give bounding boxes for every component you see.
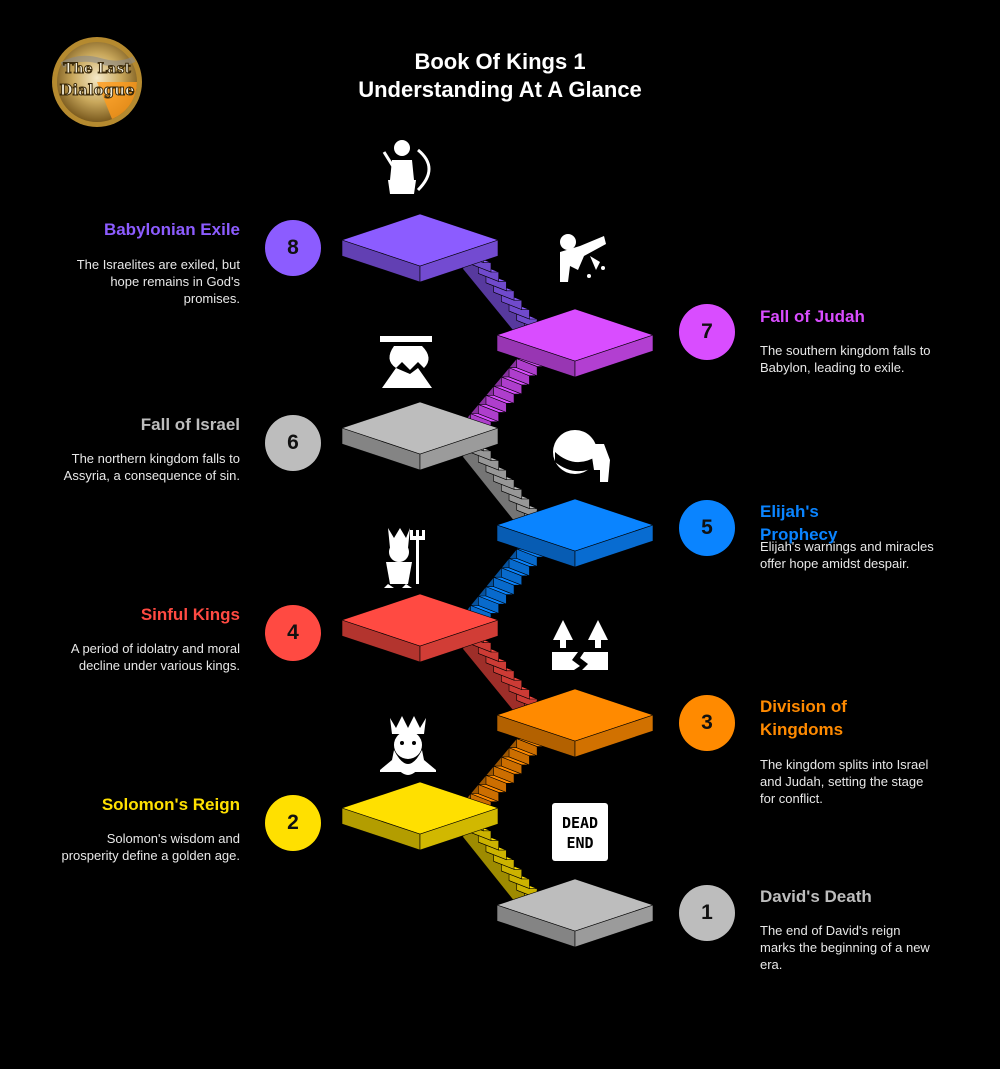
platform-3 — [496, 688, 654, 758]
title-line-1: Book Of Kings 1 — [414, 49, 586, 74]
stage-number-badge: 2 — [265, 795, 321, 851]
stage-number-badge: 7 — [679, 304, 735, 360]
stage-heading: Fall of Judah — [760, 307, 865, 326]
platform-1 — [496, 878, 654, 948]
platform-8 — [341, 213, 499, 283]
stage-description: A period of idolatry and moral decline u… — [70, 641, 240, 673]
svg-text:END: END — [566, 834, 593, 852]
split-ground-icon — [552, 620, 608, 670]
platform-4 — [341, 593, 499, 663]
stage-heading: Elijah's Prophecy — [760, 502, 838, 544]
platform-7 — [496, 308, 654, 378]
platform-2 — [341, 781, 499, 851]
crowned-king-icon — [380, 716, 436, 775]
stage-description: Elijah's warnings and miracles offer hop… — [760, 539, 934, 571]
stage-number-badge: 5 — [679, 500, 735, 556]
volcano-icon — [380, 336, 432, 388]
stage-description: The northern kingdom falls to Assyria, a… — [63, 451, 240, 483]
stage-description: The end of David's reign marks the begin… — [760, 923, 930, 972]
stage-heading: Babylonian Exile — [103, 220, 240, 239]
stage-number-badge: 8 — [265, 220, 321, 276]
prophet-head-icon — [553, 430, 610, 482]
svg-text:Dialogue: Dialogue — [59, 81, 134, 99]
stage-heading: David's Death — [760, 887, 872, 906]
stage-description: The kingdom splits into Israel and Judah… — [760, 757, 929, 806]
stage-number-badge: 4 — [265, 605, 321, 661]
stage-description: The Israelites are exiled, but hope rema… — [76, 257, 240, 306]
dead-end-sign-icon: DEAD END — [552, 803, 608, 861]
stage-heading: Solomon's Reign — [101, 795, 240, 814]
title-line-2: Understanding At A Glance — [358, 77, 642, 102]
platform-6 — [341, 401, 499, 471]
logo-emblem: The Last Dialogue — [52, 37, 142, 127]
falling-person-icon — [560, 234, 606, 282]
svg-text:DEAD: DEAD — [562, 814, 598, 832]
stage-number-badge: 6 — [265, 415, 321, 471]
archer-icon — [382, 140, 431, 194]
stage-number-badge: 1 — [679, 885, 735, 941]
devil-trident-icon — [384, 528, 425, 588]
platform-5 — [496, 498, 654, 568]
stage-description: Solomon's wisdom and prosperity define a… — [61, 831, 240, 863]
stage-heading: Division of Kingdoms — [760, 697, 847, 739]
stage-heading: Sinful Kings — [140, 605, 240, 624]
stage-description: The southern kingdom falls to Babylon, l… — [760, 343, 931, 375]
stage-heading: Fall of Israel — [140, 415, 240, 434]
svg-text:The Last: The Last — [63, 61, 131, 77]
stage-number-badge: 3 — [679, 695, 735, 751]
